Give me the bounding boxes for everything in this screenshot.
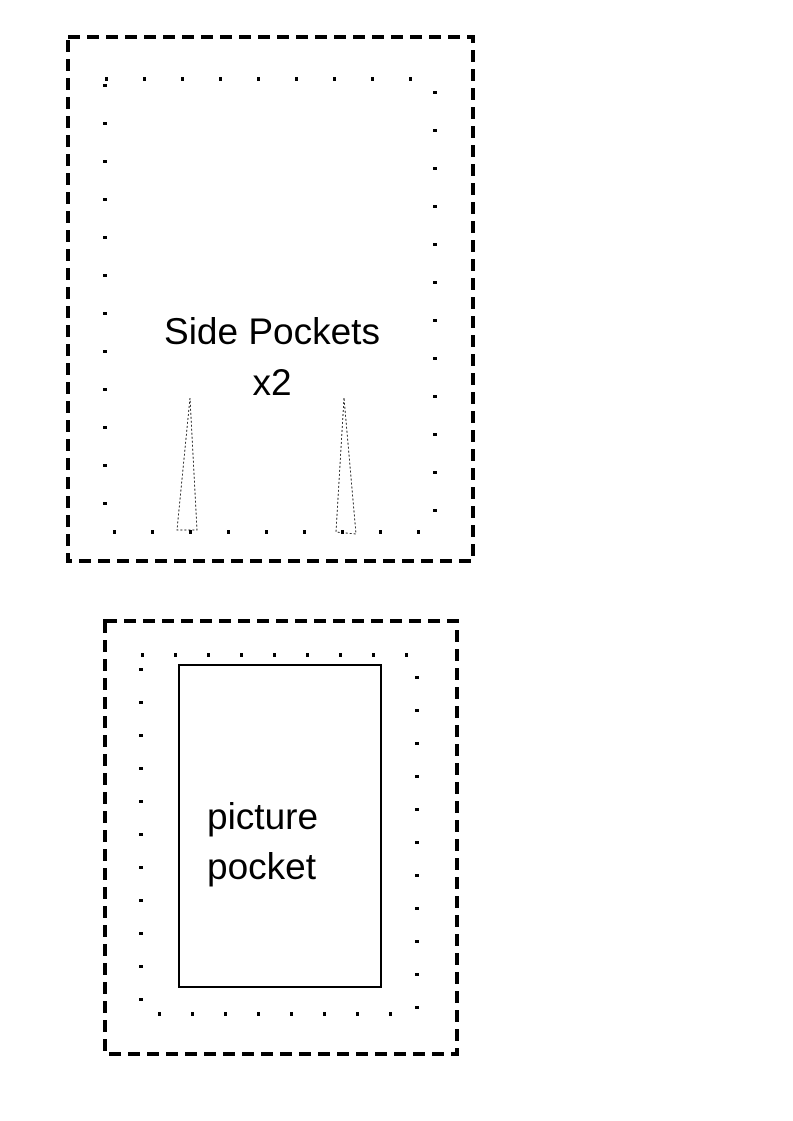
side-pocket-stitch-line: [103, 77, 437, 534]
picture-pocket-piece: picture pocket: [103, 619, 459, 1056]
picture-pocket-subtitle: pocket: [207, 846, 317, 887]
side-pocket-dart-right: [335, 397, 357, 535]
side-pocket-quantity: x2: [252, 362, 291, 403]
picture-pocket-stitch-line: [139, 653, 419, 1016]
side-pocket-title: Side Pockets: [164, 311, 380, 352]
picture-pocket-title: picture: [207, 796, 318, 837]
side-pocket-piece: Side Pockets x2: [66, 35, 475, 563]
picture-pocket-cut-line: [103, 619, 459, 1056]
side-pocket-cut-line: [66, 35, 475, 563]
side-pocket-dart-left: [176, 397, 198, 531]
picture-window: [178, 664, 382, 988]
